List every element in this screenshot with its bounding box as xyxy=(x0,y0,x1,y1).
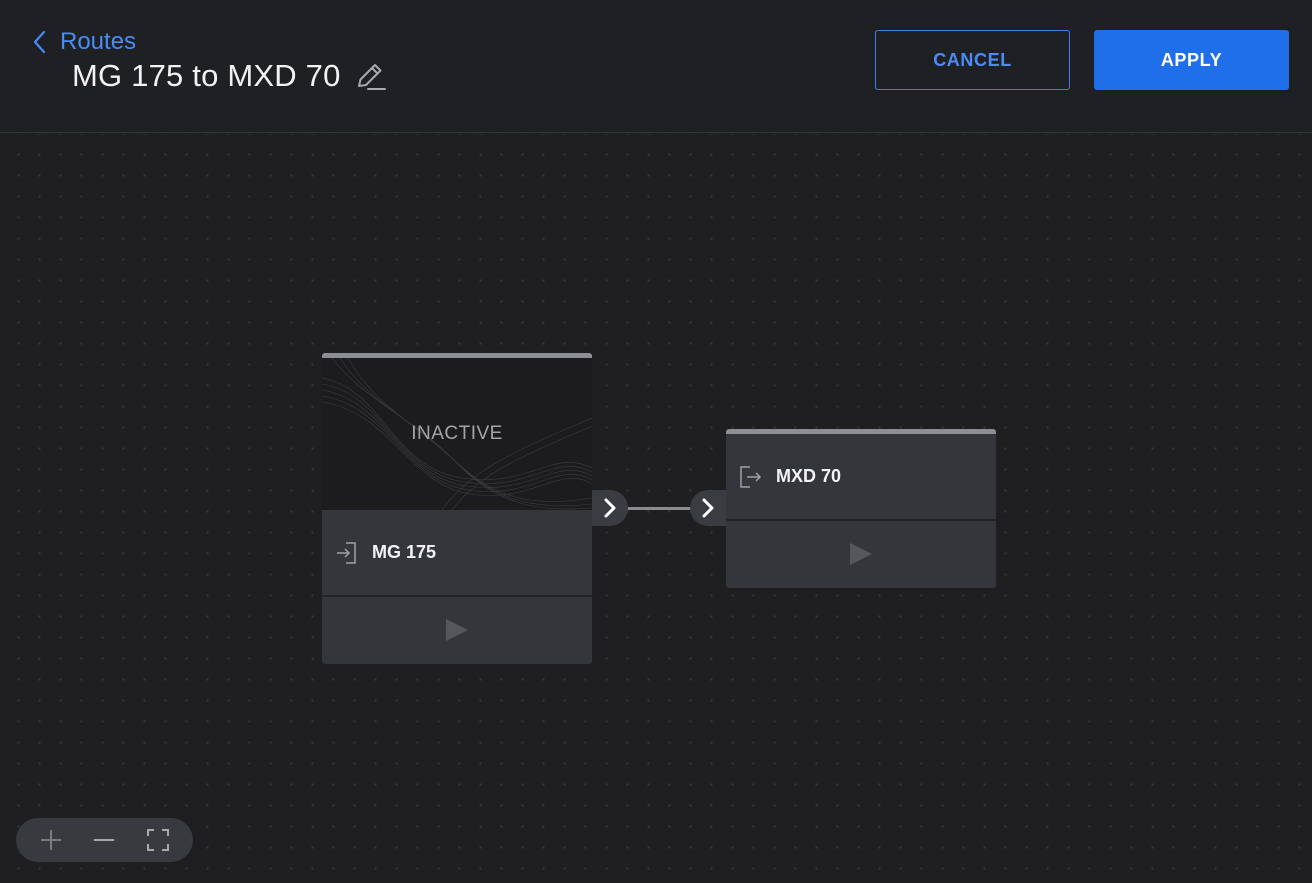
waveform-background xyxy=(322,358,592,510)
zoom-out-button[interactable] xyxy=(84,820,124,860)
destination-node[interactable]: MXD 70 xyxy=(726,429,996,588)
header-bar: Routes MG 175 to MXD 70 CANCEL APPLY xyxy=(0,0,1312,133)
source-node-name: MG 175 xyxy=(372,542,437,562)
destination-node-header: MXD 70 xyxy=(726,434,996,521)
play-icon xyxy=(446,618,468,641)
play-icon xyxy=(850,542,872,565)
edit-pencil-icon[interactable] xyxy=(353,59,387,93)
back-link[interactable]: Routes xyxy=(32,26,136,58)
back-link-label: Routes xyxy=(60,28,137,55)
destination-play-button[interactable] xyxy=(726,521,996,586)
destination-input-port[interactable] xyxy=(690,490,726,526)
chevron-right-icon xyxy=(702,498,714,518)
zoom-out-icon xyxy=(94,839,115,841)
cancel-button[interactable]: CANCEL xyxy=(875,30,1070,90)
output-icon xyxy=(740,465,762,488)
apply-button[interactable]: APPLY xyxy=(1094,30,1289,90)
node-top-bar xyxy=(322,353,592,358)
source-output-port[interactable] xyxy=(592,490,628,526)
source-play-button[interactable] xyxy=(322,597,592,662)
source-node[interactable]: INACTIVE MG 175 xyxy=(322,353,592,664)
destination-node-name: MXD 70 xyxy=(776,466,842,486)
page-title: MG 175 to MXD 70 xyxy=(72,58,387,94)
zoom-in-button[interactable] xyxy=(31,820,71,860)
input-icon xyxy=(337,541,356,564)
node-status: INACTIVE xyxy=(411,423,503,444)
fit-view-icon xyxy=(147,829,170,851)
route-name: MG 175 to MXD 70 xyxy=(72,58,341,93)
source-node-header: MG 175 xyxy=(322,510,592,597)
route-connection-line xyxy=(627,507,691,510)
chevron-left-icon xyxy=(33,30,46,54)
node-top-bar xyxy=(726,429,996,434)
fit-view-button[interactable] xyxy=(138,820,178,860)
zoom-controls xyxy=(16,818,193,862)
source-preview: INACTIVE xyxy=(322,358,592,510)
zoom-in-icon xyxy=(40,830,61,850)
chevron-right-icon xyxy=(604,498,616,518)
